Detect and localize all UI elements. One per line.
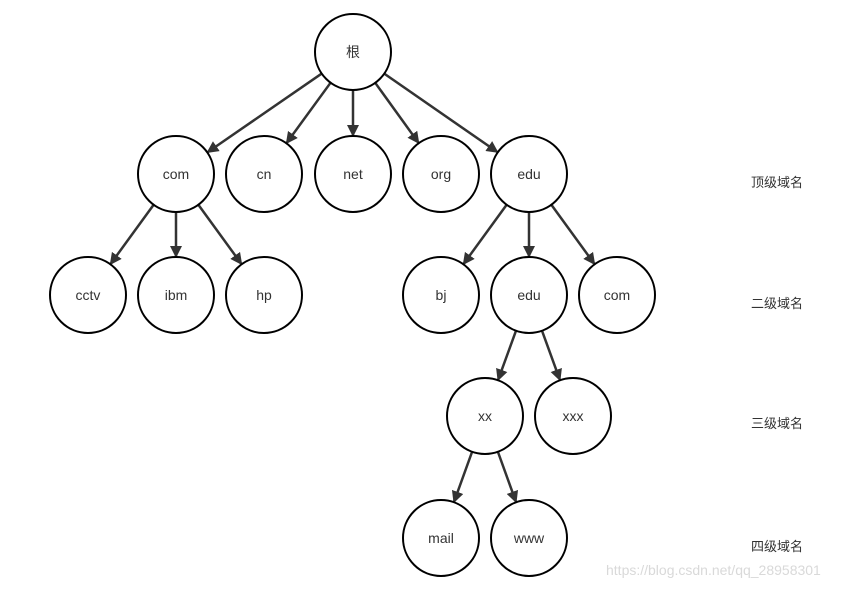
node-label: org <box>431 166 451 182</box>
node-circle <box>314 13 392 91</box>
node-label: net <box>343 166 363 182</box>
node-circle <box>225 135 303 213</box>
node-circle <box>490 135 568 213</box>
edge-edu2-xx <box>496 330 518 382</box>
node-com: com <box>137 135 215 213</box>
node-com2: com <box>578 256 656 334</box>
node-label: hp <box>256 287 272 303</box>
node-circle <box>137 256 215 334</box>
node-label: com <box>604 287 630 303</box>
node-circle <box>490 499 568 577</box>
node-circle <box>137 135 215 213</box>
node-circle <box>534 377 612 455</box>
level-label-top: 顶级域名 <box>751 176 804 191</box>
watermark-text: https://blog.csdn.net/qq_28958301 <box>606 562 821 578</box>
node-bj: bj <box>402 256 480 334</box>
node-circle <box>402 499 480 577</box>
node-edu: edu <box>490 135 568 213</box>
node-hp: hp <box>225 256 303 334</box>
node-xx: xx <box>446 377 524 455</box>
edge-edu2-xxx <box>540 330 562 382</box>
node-cn: cn <box>225 135 303 213</box>
node-label: ibm <box>165 287 188 303</box>
edges-group <box>109 72 596 504</box>
edge-xx-www <box>496 451 519 504</box>
node-circle <box>578 256 656 334</box>
node-cctv: cctv <box>49 256 127 334</box>
node-label: mail <box>428 530 454 546</box>
node-label: xx <box>478 408 492 424</box>
node-www: www <box>490 499 568 577</box>
node-circle <box>49 256 127 334</box>
edge-com-hp <box>197 203 243 266</box>
level-label-second: 二级域名 <box>751 297 804 312</box>
node-circle <box>402 135 480 213</box>
level-label-fourth: 四级域名 <box>751 540 804 555</box>
node-mail: mail <box>402 499 480 577</box>
edge-root-org <box>374 82 420 144</box>
node-xxx: xxx <box>534 377 612 455</box>
node-circle <box>225 256 303 334</box>
edge-com-cctv <box>109 203 155 266</box>
node-label: com <box>163 166 189 182</box>
node-edu2: edu <box>490 256 568 334</box>
edge-root-cn <box>285 81 332 145</box>
node-root: 根 <box>314 13 392 91</box>
edge-root-edu <box>383 72 499 153</box>
node-label: 根 <box>346 44 360 60</box>
node-label: edu <box>517 287 540 303</box>
edge-xx-mail <box>451 451 474 504</box>
node-label: xxx <box>563 408 584 424</box>
node-label: bj <box>436 287 447 303</box>
edge-root-com <box>206 72 323 154</box>
edge-edu-bj <box>462 203 508 266</box>
node-net: net <box>314 135 392 213</box>
level-label-third: 三级域名 <box>751 417 804 432</box>
node-label: www <box>513 530 545 546</box>
node-org: org <box>402 135 480 213</box>
node-circle <box>314 135 392 213</box>
node-label: edu <box>517 166 540 182</box>
node-circle <box>402 256 480 334</box>
node-circle <box>446 377 524 455</box>
edge-edu-com2 <box>550 203 596 266</box>
node-circle <box>490 256 568 334</box>
node-ibm: ibm <box>137 256 215 334</box>
node-label: cctv <box>76 287 101 303</box>
node-label: cn <box>257 166 272 182</box>
